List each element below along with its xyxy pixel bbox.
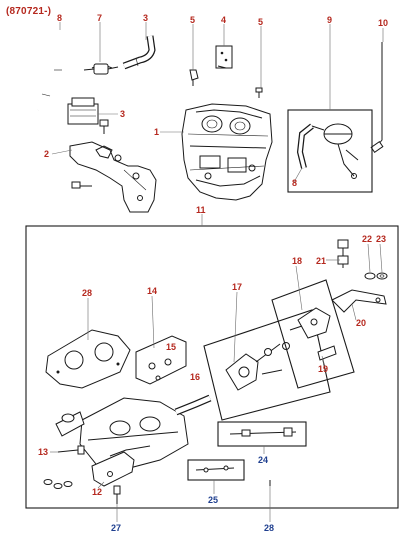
callout-9: 9 [327,15,332,25]
exploded-view-frame [25,225,399,509]
callout-13: 13 [38,447,48,457]
nut-part-23 [376,272,388,280]
callout-10: 10 [378,18,388,28]
hose-joint-part-7 [83,63,119,75]
callout-27: 27 [111,523,121,533]
callout-14: 14 [147,286,157,296]
callout-8-top: 8 [57,13,62,23]
throttle-lever-assembly-part-17 [203,309,331,421]
callout-20: 20 [356,318,366,328]
callout-19: 19 [318,364,328,374]
linkage-detail-box-part-18 [271,279,355,389]
callout-15: 15 [166,342,176,352]
callout-2: 2 [44,149,49,159]
bracket-part-12 [91,451,135,487]
carburetor-body-lower [79,397,189,471]
hose-part-16 [174,394,212,416]
callout-25: 25 [208,495,218,505]
washer-part-22 [364,272,376,280]
callout-23: 23 [376,234,386,244]
callout-3-solenoid: 3 [120,109,125,119]
control-rod-part-10 [370,42,384,154]
valve-cylinder-part [55,411,85,437]
linkage-plate-part-14 [135,335,187,385]
callout-17: 17 [232,282,242,292]
solenoid-block-part-3 [67,97,99,125]
callout-22: 22 [362,234,372,244]
callout-28-bottom: 28 [264,523,274,533]
vacuum-hose-part-8 [35,30,62,111]
vacuum-hose-part-3 [122,35,156,70]
callout-11: 11 [196,205,206,215]
fitting-part-6 [189,69,199,86]
gasket-part-28 [45,329,131,389]
screw-part-bracket [71,181,92,189]
carburetor-assembly-part-1 [181,103,273,201]
callout-12: 12 [92,487,102,497]
vacuum-actuator-detail-box-9 [287,109,373,193]
callout-7: 7 [97,13,102,23]
lever-bracket-part-20 [331,289,387,313]
callout-16: 16 [190,372,200,382]
bolt-part-5 [255,87,263,98]
callout-3-top: 3 [143,13,148,23]
bracket-plate-part-4 [215,45,233,69]
callout-24: 24 [258,455,268,465]
callout-8-box: 8 [292,178,297,188]
leader-lines [50,22,384,522]
screw-part-21 [337,239,349,268]
callout-28-gasket: 28 [82,288,92,298]
callout-labels: 8 7 3 5 4 5 9 10 3 1 2 8 11 28 14 15 17 … [38,13,388,533]
bolt-part-under-3 [99,119,109,134]
callout-1: 1 [154,127,159,137]
callout-21: 21 [316,256,326,266]
callout-18: 18 [292,256,302,266]
callout-6-label: 5 [190,15,195,25]
callout-4: 4 [221,15,226,25]
screw-set-part-25 [187,459,245,481]
screw-part-13 [57,445,85,455]
throttle-bracket-part-2 [69,141,157,213]
throttle-shaft-part-24 [217,421,307,447]
diagram-date-code: (870721-) [6,6,52,17]
callout-5: 5 [258,17,263,27]
washer-set-left [43,479,73,489]
screw-part-27 [113,485,121,504]
